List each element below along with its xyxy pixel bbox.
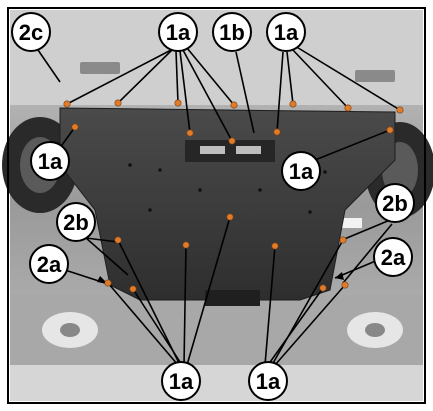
bolt-marker [226,213,234,221]
center-plate [185,140,275,162]
callout-2b-right: 2b [375,183,415,223]
bolt-marker [344,104,352,112]
bolt-marker [289,100,297,108]
callout-1a-right-text: 1a [289,159,314,184]
bolt-marker [230,101,238,109]
callout-1a-right: 1a [281,151,321,191]
bolt-marker [63,100,71,108]
bolt-markers [63,99,404,293]
bolt-marker [71,123,79,131]
bolt-marker [182,241,190,249]
leader-lines [37,45,401,366]
arrow-2a-right [335,272,344,280]
callout-2b-left: 2b [56,202,96,242]
bolt-marker [129,285,137,293]
callout-2c: 2c [11,12,51,52]
diagram-border [7,7,426,404]
callout-1a-bottom-right: 1a [248,361,288,401]
bolt-marker [396,106,404,114]
callout-2a-left-text: 2a [37,252,62,277]
bolt-marker [273,128,281,136]
bolt-marker [114,99,122,107]
bolt-marker [339,236,347,244]
callout-1a-bottom-right-text: 1a [256,369,281,394]
callout-1a-bottom-left: 1a [161,361,201,401]
callout-2a-right: 2a [373,237,413,277]
callout-2b-left-text: 2b [63,210,89,235]
callout-1b-text: 1b [219,20,245,45]
callout-1a-left: 1a [30,141,70,181]
callout-1a-top-left: 1a [158,12,198,52]
bolt-marker [114,236,122,244]
callout-1a-bottom-left-text: 1a [169,369,194,394]
bolt-marker [271,242,279,250]
callout-2a-right-text: 2a [381,245,406,270]
callout-1a-top-right-text: 1a [274,20,299,45]
bolt-marker [319,284,327,292]
bolt-marker [186,129,194,137]
bolt-marker [104,279,112,287]
callout-1a-left-text: 1a [38,149,63,174]
bolt-marker [386,126,394,134]
callout-2b-right-text: 2b [382,191,408,216]
bolt-marker [228,137,236,145]
bolt-marker [341,281,349,289]
callout-1a-top-right: 1a [266,12,306,52]
callout-1a-top-left-text: 1a [166,20,191,45]
callout-2c-text: 2c [19,20,43,45]
callout-2a-left: 2a [29,244,69,284]
rear-plate [205,290,260,306]
callout-1b: 1b [212,12,252,52]
bolt-marker [174,99,182,107]
